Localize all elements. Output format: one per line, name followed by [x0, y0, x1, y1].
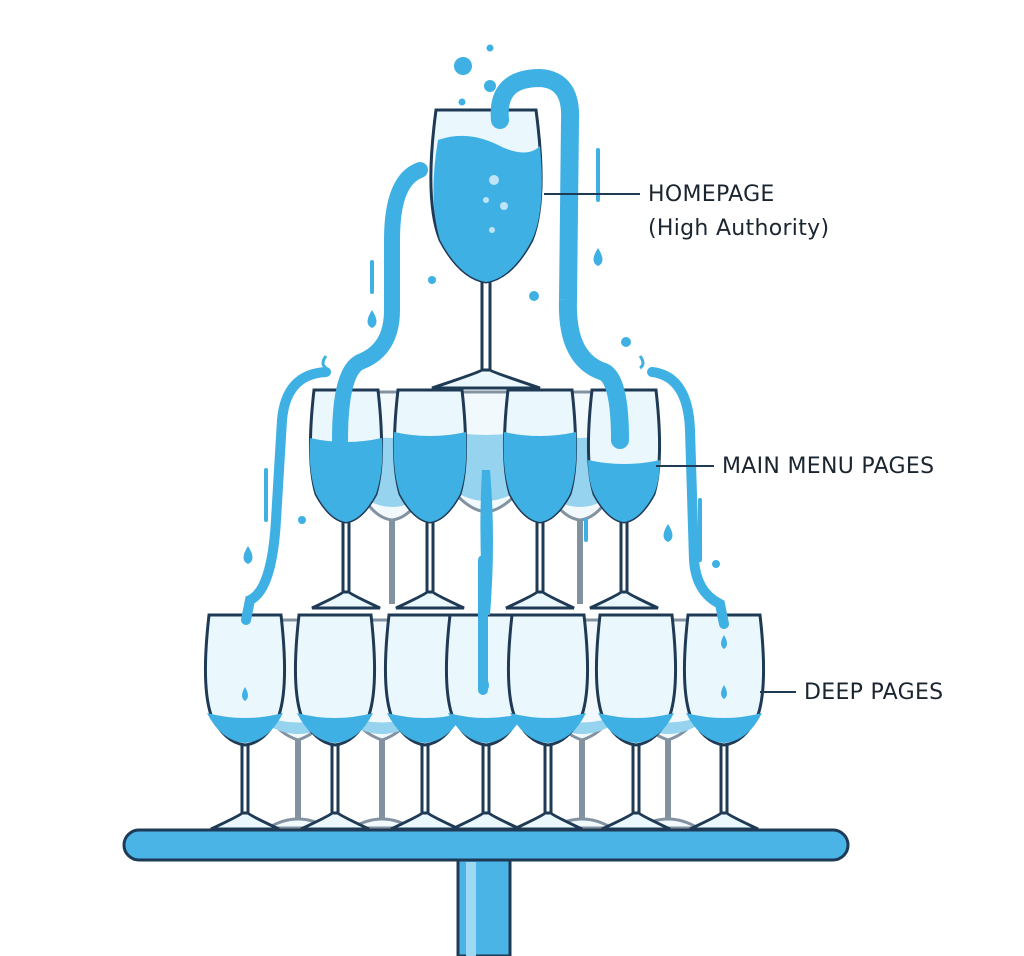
stand-pole	[456, 856, 512, 956]
water-streams	[241, 68, 729, 629]
deep-glass	[682, 613, 766, 831]
main-menu-glass	[586, 388, 662, 610]
deep-glass	[293, 613, 377, 831]
deep-glass	[203, 613, 287, 831]
main-menu-label: MAIN MENU PAGES	[722, 454, 935, 479]
main-menu-glasses	[308, 388, 662, 695]
main-menu-glass	[308, 388, 384, 610]
homepage-glass	[429, 108, 543, 390]
deep-glass	[383, 613, 467, 831]
deep-glass	[506, 613, 590, 831]
stand-pole-highlight	[466, 862, 476, 956]
deep-glass	[594, 613, 678, 831]
water-droplets	[243, 44, 720, 568]
homepage-label: HOMEPAGE (High Authority)	[648, 178, 829, 246]
tray	[122, 828, 850, 862]
homepage-label-title: HOMEPAGE	[648, 182, 775, 207]
deep-pages-glasses	[203, 613, 766, 831]
main-menu-glass	[392, 388, 468, 610]
main-menu-glass	[502, 388, 578, 610]
homepage-label-subtitle: (High Authority)	[648, 216, 830, 241]
leader-lines	[544, 193, 796, 693]
deep-pages-label: DEEP PAGES	[804, 680, 944, 705]
